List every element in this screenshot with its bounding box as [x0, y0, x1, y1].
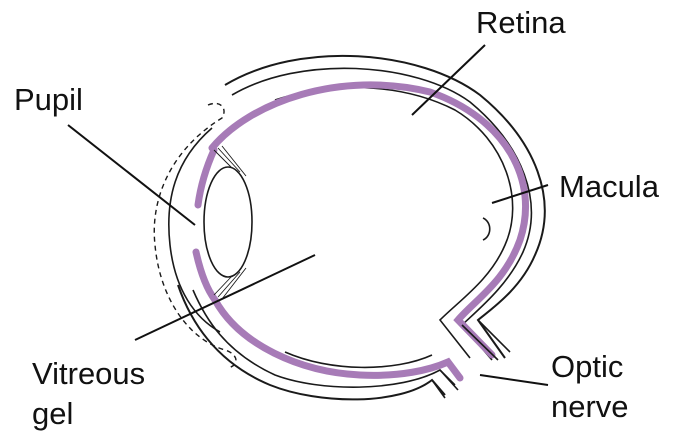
label-nerve: nerve — [551, 389, 629, 424]
label-retina: Retina — [476, 5, 566, 40]
label-vitreous: Vitreous — [32, 356, 145, 391]
label-gel: gel — [32, 396, 73, 431]
macula-bump — [483, 218, 490, 240]
lens — [204, 167, 252, 277]
retina-layer — [212, 85, 526, 355]
optic-nerve-pointer — [480, 375, 548, 385]
retina-inner-boundary — [275, 88, 513, 358]
label-optic: Optic — [551, 349, 623, 384]
macula-pointer — [492, 185, 548, 203]
label-pupil: Pupil — [14, 82, 83, 117]
pupil-pointer — [68, 125, 195, 225]
label-macula: Macula — [559, 169, 660, 204]
